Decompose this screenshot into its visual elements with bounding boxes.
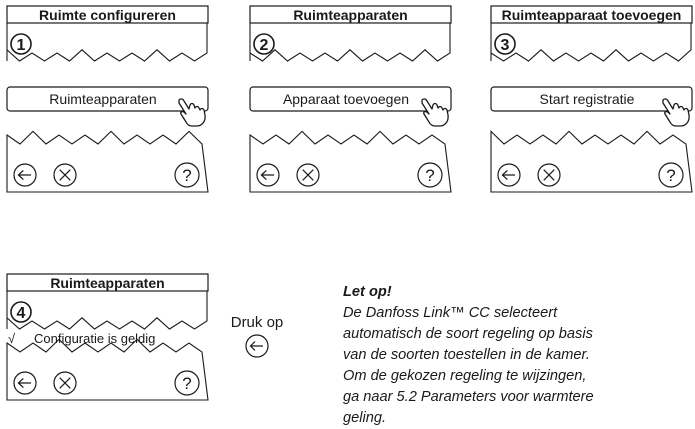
svg-text:4: 4 — [17, 305, 26, 322]
note-heading: Let op! — [343, 284, 392, 300]
back-arrow-icon[interactable] — [256, 163, 280, 187]
note-line: geling. — [343, 410, 387, 426]
panel-title-bar — [6, 5, 209, 24]
note-line: De Danfoss Link™ CC selecteert — [343, 305, 558, 321]
svg-text:?: ? — [666, 166, 675, 185]
panel-title: Ruimteapparaat toevoegen — [502, 7, 682, 23]
panel-torn-edge — [6, 291, 208, 330]
back-arrow-icon[interactable] — [244, 333, 270, 359]
note-line: automatisch de soort regeling op basis — [343, 326, 593, 342]
step-badge: 2 — [253, 33, 275, 55]
note-block: Let op! De Danfoss Link™ CC selecteert a… — [343, 282, 695, 429]
note-line: ga naar 5.2 Parameters voor warmtere — [343, 389, 594, 405]
cancel-x-icon[interactable] — [296, 163, 320, 187]
svg-text:Ruimteapparaten: Ruimteapparaten — [49, 91, 156, 107]
menu-button[interactable]: Apparaat toevoegen — [249, 86, 452, 112]
svg-text:?: ? — [182, 166, 191, 185]
step-badge: 3 — [494, 33, 516, 55]
navigation-bar: ? — [6, 338, 209, 401]
svg-text:3: 3 — [501, 37, 510, 54]
note-line: Om de gekozen regeling te wijzingen, — [343, 368, 587, 384]
back-arrow-icon[interactable] — [13, 371, 37, 395]
pointing-hand-icon — [421, 98, 449, 127]
panel-title-bar — [249, 5, 452, 24]
screen-flow-diagram: Ruimte configureren1Ruimteapparaten?Ruim… — [6, 5, 693, 401]
panel-title: Ruimteapparaten — [293, 7, 407, 23]
navigation-bar: ? — [249, 130, 452, 193]
check-mark: √ — [8, 331, 16, 346]
panel-torn-edge — [6, 23, 208, 62]
menu-button[interactable]: Start registratie — [490, 86, 693, 112]
panel-torn-edge — [249, 23, 451, 62]
note-line: van de soorten toestellen in de kamer. — [343, 347, 590, 363]
back-arrow-icon[interactable] — [13, 163, 37, 187]
panel-title-bar — [490, 5, 693, 24]
status-text: Configuratie is geldig — [34, 331, 156, 346]
panel-title: Ruimte configureren — [39, 7, 176, 23]
menu-button[interactable]: Ruimteapparaten — [6, 86, 209, 112]
back-arrow-icon[interactable] — [497, 163, 521, 187]
pointing-hand-icon — [662, 98, 690, 127]
cancel-x-icon[interactable] — [537, 163, 561, 187]
svg-text:?: ? — [182, 374, 191, 393]
help-question-icon[interactable]: ? — [174, 370, 200, 396]
help-question-icon[interactable]: ? — [658, 162, 684, 188]
navigation-bar: ? — [490, 130, 693, 193]
svg-text:Start registratie: Start registratie — [540, 91, 635, 107]
svg-text:2: 2 — [260, 37, 269, 54]
step-badge: 4 — [10, 301, 32, 323]
press-back-instruction: Druk op — [222, 314, 292, 359]
cancel-x-icon[interactable] — [53, 371, 77, 395]
step-badge: 1 — [10, 33, 32, 55]
svg-text:Apparaat toevoegen: Apparaat toevoegen — [283, 91, 409, 107]
panel-title: Ruimteapparaten — [50, 275, 164, 291]
configuration-status: √ Configuratie is geldig — [8, 331, 155, 346]
press-label: Druk op — [230, 314, 284, 331]
panel-title-bar — [6, 273, 209, 292]
panel-torn-edge — [490, 23, 692, 62]
navigation-bar: ? — [6, 130, 209, 193]
pointing-hand-icon — [178, 98, 206, 127]
svg-text:?: ? — [425, 166, 434, 185]
cancel-x-icon[interactable] — [53, 163, 77, 187]
svg-text:1: 1 — [17, 37, 26, 54]
help-question-icon[interactable]: ? — [417, 162, 443, 188]
screen-panel-4: Ruimteapparaten 4? — [6, 273, 209, 401]
help-question-icon[interactable]: ? — [174, 162, 200, 188]
